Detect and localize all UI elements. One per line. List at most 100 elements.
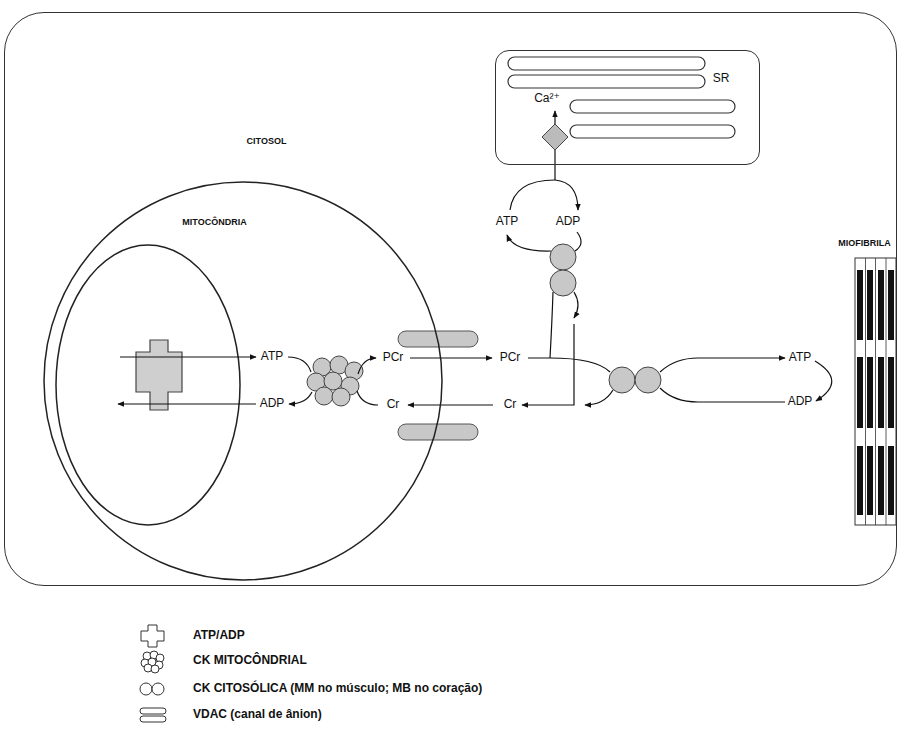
cytosolic-ck-dimer-part	[635, 367, 661, 393]
calcium-pump-part	[542, 124, 568, 150]
metabolite-label: Cr	[504, 398, 517, 412]
legend-text: VDAC (canal de ânion)	[193, 708, 322, 722]
cytosolic-ck-dimer-part	[550, 244, 576, 270]
pump-arrows-part	[554, 150, 555, 180]
cytosolic-ck-arrows-part	[522, 324, 574, 405]
pump-arrows-part	[554, 111, 555, 124]
sr-tubules-part	[508, 57, 705, 70]
metabolite-label: PCr	[500, 351, 521, 365]
metabolite-label: PCr	[383, 351, 404, 365]
mito-ck-reaction-arrows-part	[358, 358, 376, 374]
vdac-channel-part	[398, 424, 478, 440]
sarcoplasmic-reticulum: SR Ca²⁺	[495, 50, 760, 165]
myofibril-drawing	[855, 258, 896, 525]
myofibril-drawing-part-part	[888, 357, 894, 428]
legend-symbols-part	[152, 683, 164, 695]
myofibril-drawing-part-part	[867, 270, 873, 340]
cytosolic-ck-arrows-part	[550, 292, 553, 358]
inner-membrane-part	[56, 245, 240, 525]
vdac-transport-arrows-part	[410, 357, 492, 358]
cytosolic-ck-arrows-part	[585, 390, 613, 405]
cytosolic-ck-arrows-part	[660, 388, 785, 402]
mito-ck-reaction-arrows-part	[357, 391, 378, 405]
sr-tubules-part	[508, 75, 705, 88]
pump-arrows	[510, 111, 578, 210]
atp-adp-translocase	[136, 340, 182, 410]
mito-ck-reaction-arrows	[288, 357, 378, 405]
vdac-transport-arrows-part	[408, 404, 493, 405]
myofibril-drawing-part-part	[875, 258, 876, 525]
mitochondrial-ck-octamer	[307, 356, 363, 406]
atp-adp-translocase-part	[136, 340, 182, 410]
mitochondrial-ck-octamer-part	[315, 387, 333, 405]
mitochondrion: MITOCÔNDRIA	[43, 181, 443, 581]
pump-arrows-part	[555, 180, 578, 210]
myofibril-drawing-part-part	[865, 258, 866, 525]
region-heading: MITOCÔNDRIA	[182, 216, 246, 226]
legend-text: ATP/ADP	[193, 629, 245, 643]
metabolite-label: ATP	[496, 215, 518, 229]
cytosolic-ck-arrows-part	[574, 292, 578, 318]
myofibril-drawing-part-part	[857, 357, 863, 428]
myofibril: MIOFIBRILA	[834, 236, 897, 528]
legend-symbols-part	[151, 665, 159, 673]
metabolite-label: Cr	[387, 398, 400, 412]
cytosolic-ck-arrows	[507, 232, 832, 405]
translocase-arrows-part	[118, 403, 256, 404]
myofibril-drawing-part	[866, 258, 887, 525]
node-label: Ca²⁺	[534, 92, 560, 106]
node-label: SR	[713, 72, 730, 86]
myofibril-drawing-part-part	[886, 258, 887, 525]
metabolite-label: ADP	[556, 215, 581, 229]
myofibril-drawing-part-part	[857, 270, 863, 340]
mitochondrial-ck-octamer-part	[332, 388, 350, 406]
outer-membrane	[44, 182, 442, 580]
myofibril-drawing-part-part	[878, 357, 884, 428]
cell-outline: CITOSOL SR Ca²⁺ MITOCÔNDRIA MIOFIBRILA	[4, 12, 897, 586]
region-heading: MIOFIBRILA	[838, 237, 891, 247]
legend-symbols-part	[141, 625, 164, 647]
calcium-pump	[542, 124, 568, 150]
mito-ck-reaction-arrows-part	[288, 357, 311, 372]
cytosolic-ck-dimer-part	[609, 367, 635, 393]
translocase-arrows	[118, 357, 256, 404]
metabolite-label: ATP	[261, 350, 283, 364]
cytosolic-ck-arrows-part	[528, 358, 610, 372]
sr-tubules-part	[570, 100, 735, 113]
sr-tubules-part	[570, 125, 735, 138]
cytosolic-ck-arrows-part	[507, 235, 551, 251]
legend-symbols-part	[140, 708, 166, 714]
region-heading: CITOSOL	[247, 135, 287, 145]
legend-symbols-part	[140, 716, 166, 722]
myofibril-drawing-part-part	[878, 270, 884, 340]
mitochondrion-outline	[43, 181, 443, 581]
mito-ck-reaction-arrows-part	[289, 392, 312, 404]
myofibril-drawing-part-part	[888, 270, 894, 340]
myofibril-drawing-part	[855, 258, 896, 525]
myofibril-drawing-part-part	[867, 357, 873, 428]
myofibril-drawing-part	[857, 270, 894, 515]
myofibril-drawing-part-part	[867, 446, 873, 515]
legend-text: CK CITOSÓLICA (MM no músculo; MB no cora…	[193, 682, 482, 696]
pump-arrows-part	[510, 180, 555, 210]
metabolite-label: ATP	[789, 351, 811, 365]
vdac-transport-arrows	[408, 358, 493, 405]
cytosolic-ck-arrows-part	[660, 358, 785, 372]
legend-symbols	[140, 625, 166, 722]
metabolite-label: ADP	[788, 395, 813, 409]
myofibril-drawing-part-part	[878, 446, 884, 515]
sr-tubules	[508, 57, 735, 138]
metabolite-label: ADP	[260, 397, 285, 411]
myofibril-drawing-part-part	[888, 446, 894, 515]
cytosolic-ck-dimer	[550, 244, 661, 393]
myofibril-drawing-part-part	[857, 446, 863, 515]
translocase-arrows-part	[120, 356, 256, 357]
cytosolic-ck-dimer-part	[550, 270, 576, 296]
inner-membrane	[56, 245, 240, 525]
legend-symbols-part	[140, 683, 152, 695]
cytosolic-ck-arrows-part	[815, 361, 832, 401]
legend-text: CK MITOCÔNDRIAL	[193, 654, 307, 668]
cytosolic-ck-arrows-part	[575, 232, 581, 251]
